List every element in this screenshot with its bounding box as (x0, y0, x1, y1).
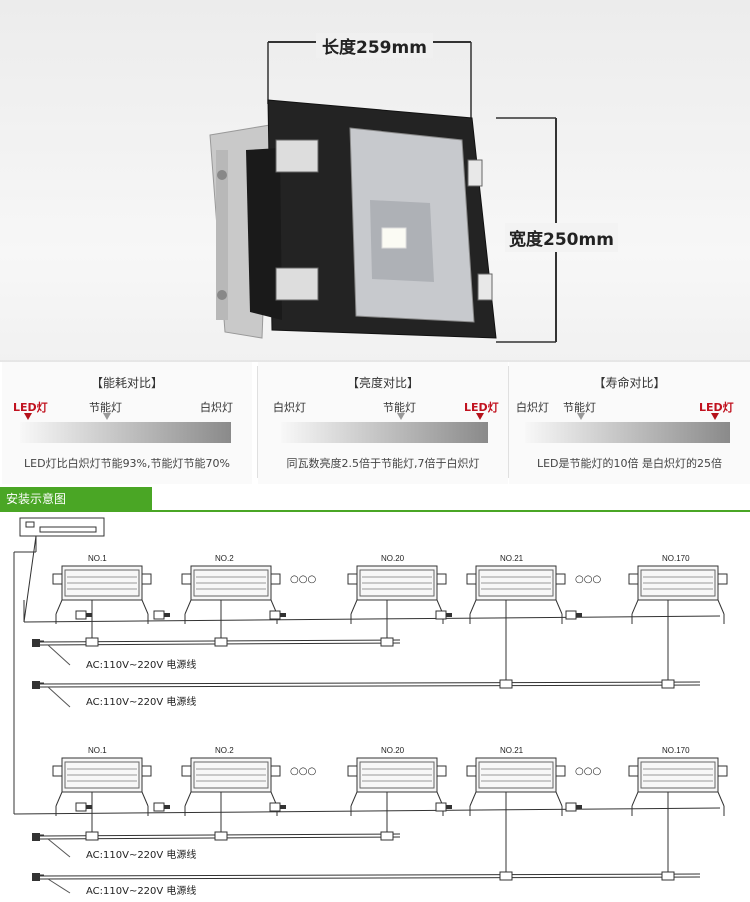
ellipsis-indicator: ○○○ (575, 766, 601, 777)
comparison-label: LED灯 (13, 401, 48, 414)
fixture-row-2: NO.1 NO.2 NO.20 NO.21 NO.170 ○○○ ○○○ AC:… (13, 746, 728, 897)
product-photo-section: 长度259mm 宽度250mm (0, 0, 750, 362)
ac-power-label: AC:110V~220V 电源线 (86, 848, 196, 861)
fixture-label: NO.170 (662, 746, 690, 755)
comparison-label: 节能灯 (89, 401, 122, 414)
fixture-row-1: NO.1 NO.2 NO.20 NO.21 NO.170 ○○○ ○○○ AC:… (23, 554, 728, 708)
marker-triangle-icon (476, 413, 484, 420)
comparison-label: 白炽灯 (273, 401, 306, 414)
fixture-label: NO.2 (215, 746, 234, 755)
fixture-label: NO.1 (88, 746, 107, 755)
comparison-label: 节能灯 (383, 401, 416, 414)
ac-power-label: AC:110V~220V 电源线 (86, 695, 196, 708)
comparison-label: 白炽灯 (516, 401, 549, 414)
ellipsis-indicator: ○○○ (575, 574, 601, 585)
comparison-title: 【能耗对比】 (90, 376, 163, 390)
fixture-label: NO.21 (500, 554, 524, 563)
section-divider (0, 510, 750, 512)
comparison-description: 同瓦数亮度2.5倍于节能灯,7倍于白炽灯 (286, 457, 480, 470)
ac-power-label: AC:110V~220V 电源线 (86, 658, 196, 671)
energy-comparison-panel: 【能耗对比】 LED灯 节能灯 白炽灯 LED灯比白炽灯节能93%,节能灯节能7… (2, 362, 252, 484)
marker-triangle-icon (103, 413, 111, 420)
installation-diagram: NO.1 NO.2 NO.20 NO.21 NO.170 ○○○ ○○○ AC:… (13, 517, 728, 897)
comparison-label: LED灯 (699, 401, 734, 414)
divider (257, 366, 258, 478)
install-diagram-tab[interactable]: 安装示意图 (0, 487, 152, 511)
fixture-label: NO.1 (88, 554, 107, 563)
fixture-label: NO.20 (381, 554, 405, 563)
marker-triangle-icon (577, 413, 585, 420)
floodlight-drawing (0, 41, 750, 362)
comparison-title: 【寿命对比】 (593, 376, 666, 390)
fixture-label: NO.2 (215, 554, 234, 563)
lifespan-comparison-panel: 【寿命对比】 白炽灯 节能灯 LED灯 LED是节能灯的10倍 是白炽灯的25倍 (509, 362, 750, 484)
comparison-label: LED灯 (464, 401, 499, 414)
ellipsis-indicator: ○○○ (290, 574, 316, 585)
ellipsis-indicator: ○○○ (290, 766, 316, 777)
ac-power-label: AC:110V~220V 电源线 (86, 884, 196, 897)
length-dimension-label: 长度259mm (316, 33, 433, 58)
fixture-label: NO.21 (500, 746, 524, 755)
brightness-comparison-panel: 【亮度对比】 白炽灯 节能灯 LED灯 同瓦数亮度2.5倍于节能灯,7倍于白炽灯 (258, 362, 508, 484)
comparison-label: 白炽灯 (200, 401, 233, 414)
marker-triangle-icon (711, 413, 719, 420)
width-dimension-label: 宽度250mm (505, 223, 618, 252)
comparison-gradient-bar (20, 422, 231, 443)
comparison-description: LED灯比白炽灯节能93%,节能灯节能70% (24, 457, 230, 470)
fixture-label: NO.20 (381, 746, 405, 755)
divider (508, 366, 509, 478)
comparison-title: 【亮度对比】 (346, 376, 419, 390)
comparison-label: 节能灯 (563, 401, 596, 414)
marker-triangle-icon (24, 413, 32, 420)
comparison-gradient-bar (281, 422, 488, 443)
marker-triangle-icon (397, 413, 405, 420)
comparison-gradient-bar (525, 422, 730, 443)
comparison-description: LED是节能灯的10倍 是白炽灯的25倍 (536, 457, 723, 470)
fixture-label: NO.170 (662, 554, 690, 563)
